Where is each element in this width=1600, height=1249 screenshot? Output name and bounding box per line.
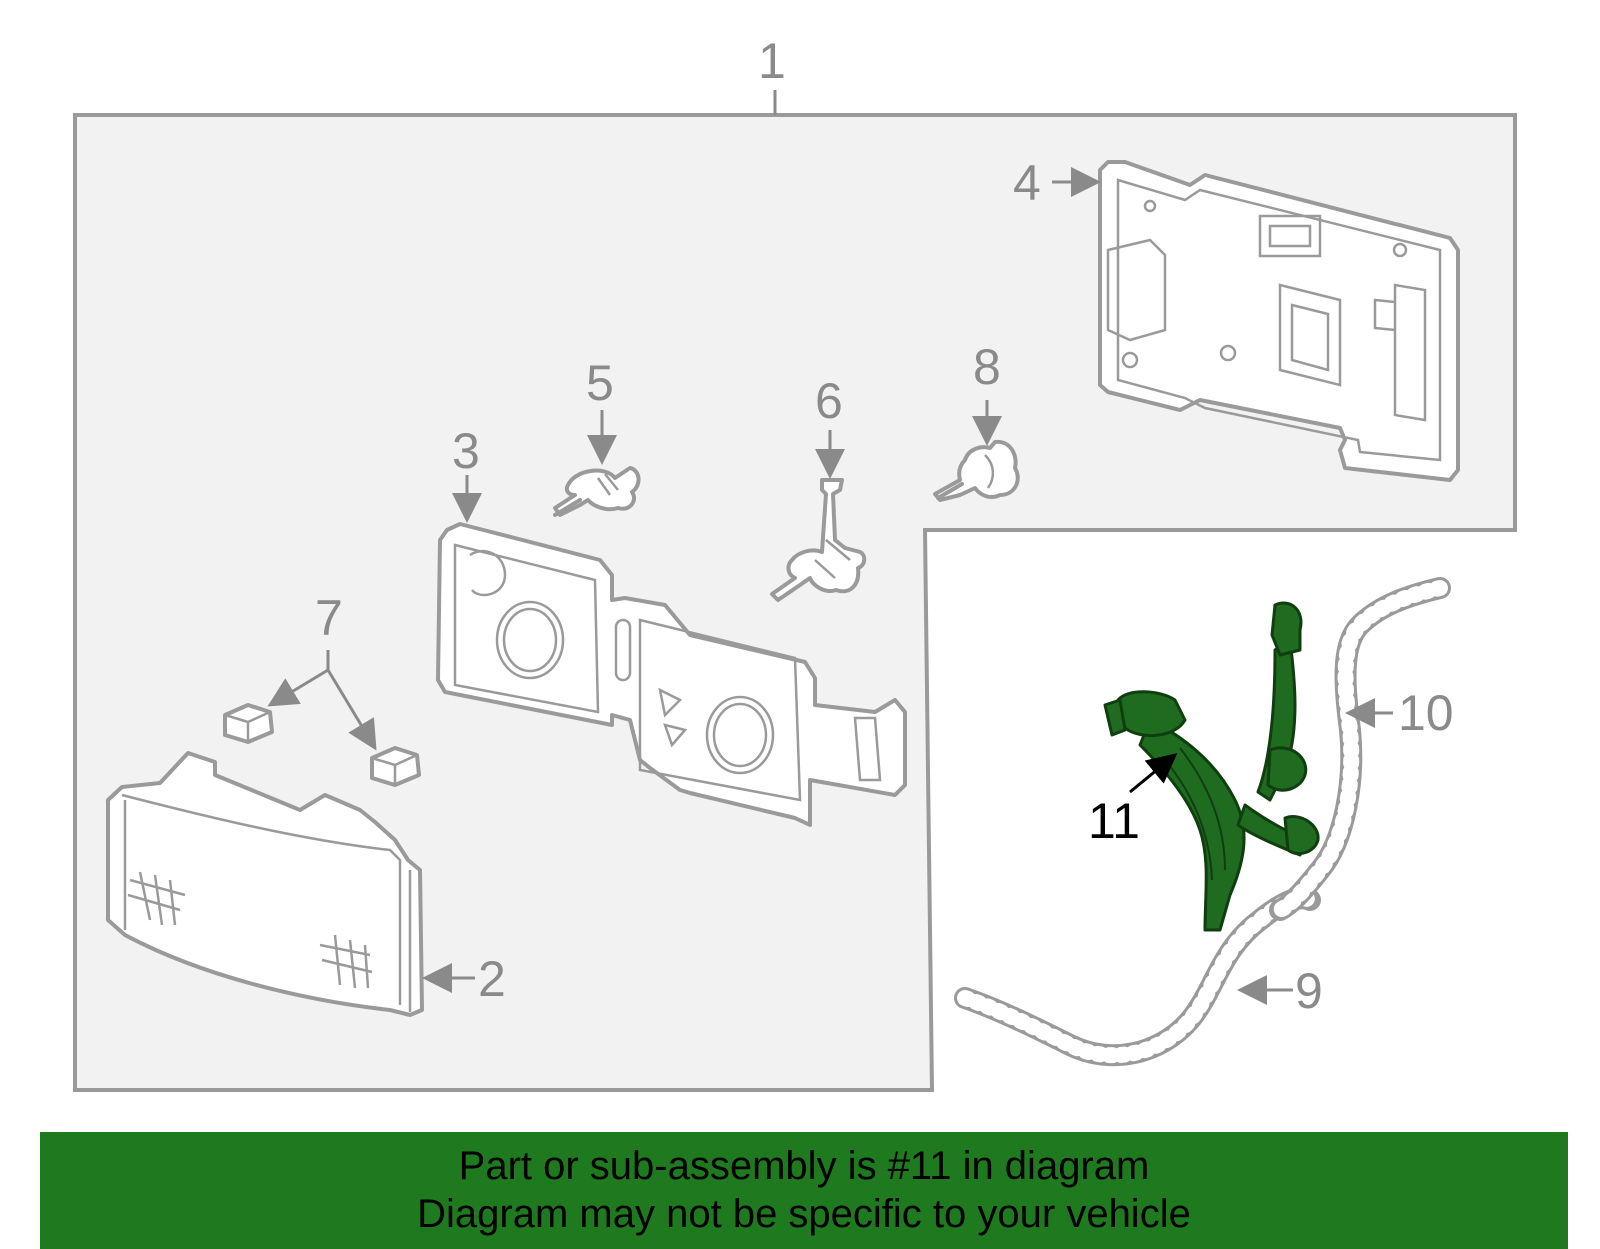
part-6-bulb <box>770 478 867 602</box>
callout-7: 7 <box>315 590 343 646</box>
info-banner: Part or sub-assembly is #11 in diagram D… <box>40 1132 1568 1249</box>
callout-6: 6 <box>815 373 843 429</box>
part-9-harness <box>954 887 1321 1067</box>
part-8-bulb <box>933 439 1020 502</box>
banner-line-2: Diagram may not be specific to your vehi… <box>417 1192 1191 1236</box>
part-4-mounting-plate <box>1098 160 1460 482</box>
callout-4: 4 <box>1013 155 1041 211</box>
banner-line-1: Part or sub-assembly is #11 in diagram <box>458 1144 1150 1188</box>
callout-9: 9 <box>1295 963 1323 1019</box>
part-2-lens <box>106 751 424 1017</box>
part-3-reflector-housing <box>436 522 907 827</box>
part-7-clips <box>223 703 421 787</box>
callout-8: 8 <box>973 339 1001 395</box>
part-10-harness <box>1269 577 1451 921</box>
callout-2: 2 <box>478 951 506 1007</box>
callout-11: 11 <box>1088 793 1140 849</box>
callout-1: 1 <box>758 33 786 89</box>
callout-10: 10 <box>1398 685 1454 741</box>
callout-3: 3 <box>452 423 480 479</box>
part-11-socket-harness <box>1103 601 1320 932</box>
callout-5: 5 <box>586 355 614 411</box>
part-5-bulb <box>553 466 641 517</box>
